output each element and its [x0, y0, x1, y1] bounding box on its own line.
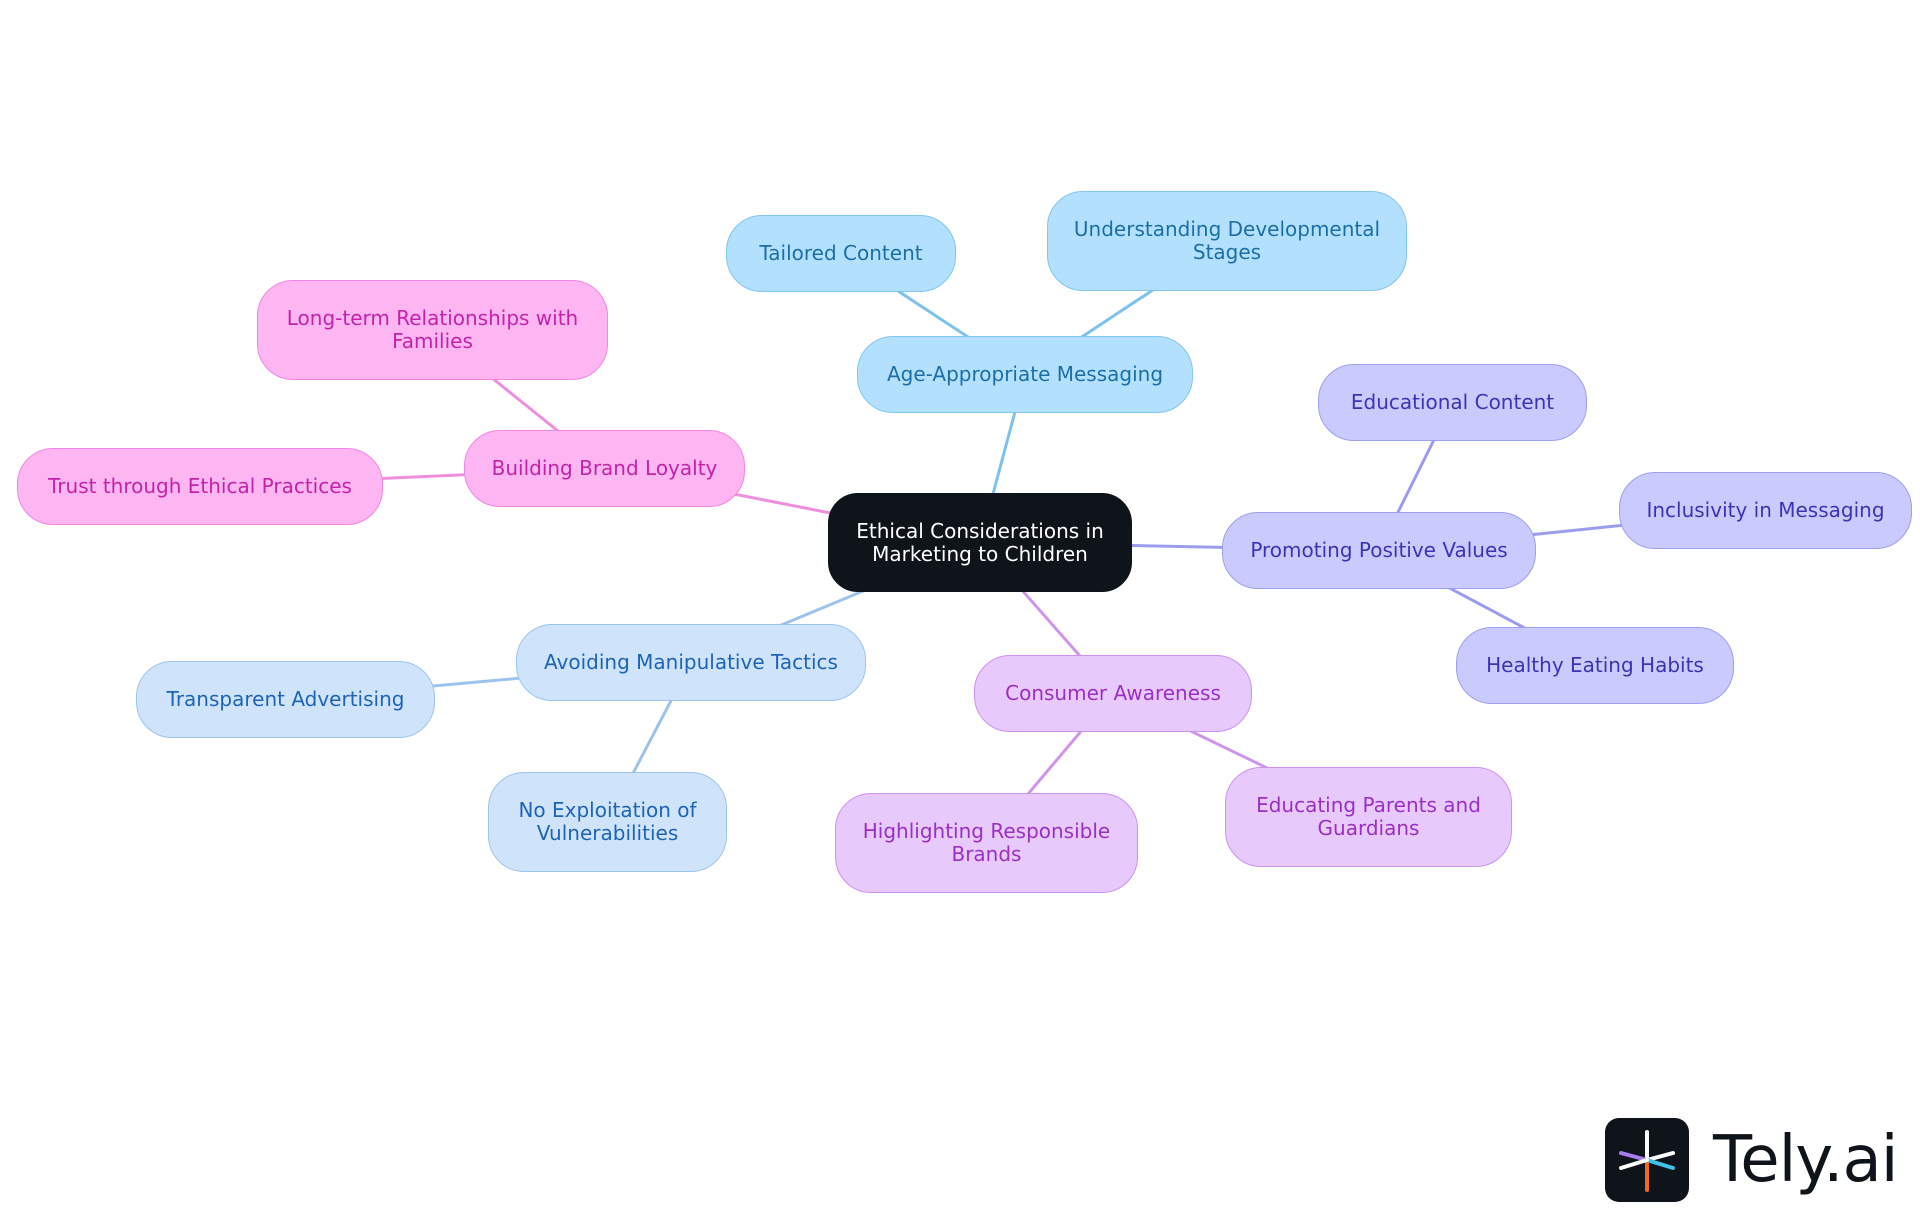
leaf-tailored-content: Tailored Content [726, 215, 956, 292]
tely-logo-mark-icon [1605, 1118, 1689, 1202]
branch-building-brand-loyalty: Building Brand Loyalty [464, 430, 745, 507]
branch-age-appropriate-messaging: Age-Appropriate Messaging [857, 336, 1193, 413]
leaf-educating-parents-and-guardians: Educating Parents and Guardians [1225, 767, 1512, 867]
leaf-healthy-eating-habits: Healthy Eating Habits [1456, 627, 1734, 704]
tely-logo-text: Tely.ai [1713, 1123, 1898, 1197]
branch-promoting-positive-values: Promoting Positive Values [1222, 512, 1536, 589]
leaf-no-exploitation-of-vulnerabilities: No Exploitation of Vulnerabilities [488, 772, 727, 872]
root-node: Ethical Considerations in Marketing to C… [828, 493, 1132, 592]
tely-logo: Tely.ai [1605, 1118, 1898, 1204]
leaf-educational-content: Educational Content [1318, 364, 1587, 441]
leaf-transparent-advertising: Transparent Advertising [136, 661, 435, 738]
leaf-trust-through-ethical-practices: Trust through Ethical Practices [17, 448, 383, 525]
branch-avoiding-manipulative-tactics: Avoiding Manipulative Tactics [516, 624, 866, 701]
leaf-understanding-developmental-stages: Understanding Developmental Stages [1047, 191, 1407, 291]
leaf-long-term-relationships: Long-term Relationships with Families [257, 280, 608, 380]
branch-consumer-awareness: Consumer Awareness [974, 655, 1252, 732]
leaf-inclusivity-in-messaging: Inclusivity in Messaging [1619, 472, 1912, 549]
leaf-highlighting-responsible-brands: Highlighting Responsible Brands [835, 793, 1138, 893]
